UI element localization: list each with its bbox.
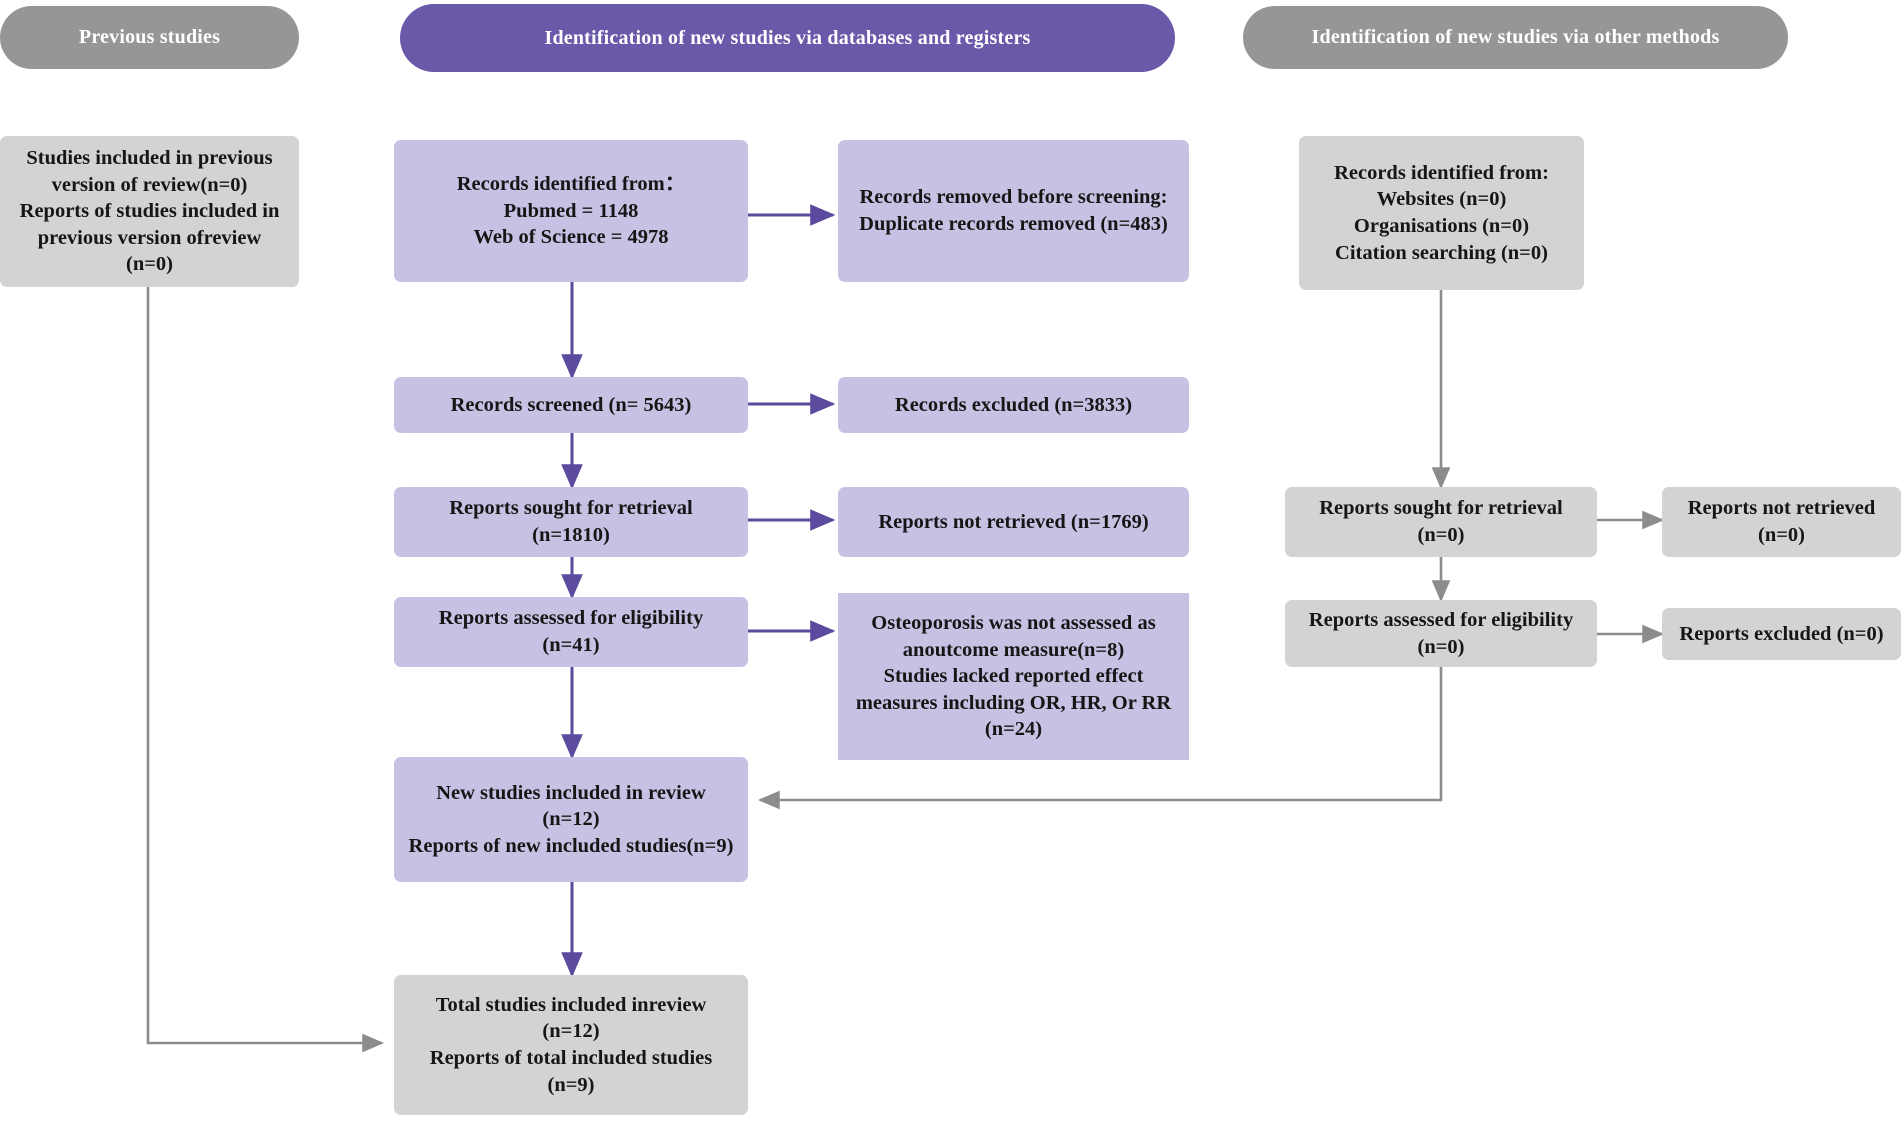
banner-previous-studies-label: Previous studies [78, 26, 221, 48]
box-reports-not-retrieved-databases: Reports not retrieved (n=1769) [838, 487, 1189, 557]
banner-identification-databases-label: Identification of new studies via databa… [544, 26, 1031, 49]
box-reports-not-retrieved-databases-text: Reports not retrieved (n=1769) [878, 510, 1149, 533]
box-records-identified-databases-text: Records identified from： Pubmed = 1148 W… [456, 173, 686, 249]
box-reports-sought-other-text: Reports sought for retrieval (n=0) [1319, 497, 1563, 546]
box-reports-assessed-databases-text: Reports assessed for eligibility (n=41) [438, 607, 704, 656]
box-reports-not-retrieved-other: Reports not retrieved (n=0) [1662, 487, 1901, 557]
box-records-identified-other-text: Records identified from: Websites (n=0) … [1334, 161, 1549, 264]
box-total-studies-included: Total studies included inreview (n=12) R… [394, 975, 748, 1115]
box-records-screened: Records screened (n= 5643) [394, 377, 748, 433]
box-studies-included-previous-version: Studies included in previous version of … [0, 136, 299, 287]
box-reports-assessed-other-text: Reports assessed for eligibility (n=0) [1308, 608, 1574, 658]
box-total-studies-included-text: Total studies included inreview (n=12) R… [429, 993, 713, 1096]
box-records-identified-other: Records identified from: Websites (n=0) … [1299, 136, 1584, 290]
box-reports-excluded-reasons-text: Osteoporosis was not assessed as anoutco… [855, 611, 1172, 741]
banner-identification-other: Identification of new studies via other … [1243, 6, 1788, 69]
box-reports-sought-other: Reports sought for retrieval (n=0) [1285, 487, 1597, 557]
box-new-studies-included: New studies included in review (n=12) Re… [394, 757, 748, 882]
box-reports-assessed-other: Reports assessed for eligibility (n=0) [1285, 600, 1597, 667]
box-records-excluded: Records excluded (n=3833) [838, 377, 1189, 433]
box-reports-excluded-other: Reports excluded (n=0) [1662, 608, 1901, 660]
box-new-studies-included-text: New studies included in review (n=12) Re… [408, 781, 734, 857]
box-reports-sought-databases: Reports sought for retrieval (n=1810) [394, 487, 748, 557]
box-reports-assessed-databases: Reports assessed for eligibility (n=41) [394, 597, 748, 667]
box-records-removed-before-screening: Records removed before screening: Duplic… [838, 140, 1189, 282]
banner-identification-other-label: Identification of new studies via other … [1311, 26, 1720, 48]
box-records-excluded-text: Records excluded (n=3833) [894, 393, 1133, 416]
box-records-removed-before-screening-text: Records removed before screening: Duplic… [859, 186, 1168, 235]
banner-previous-studies: Previous studies [0, 6, 299, 69]
box-reports-excluded-reasons: Osteoporosis was not assessed as anoutco… [838, 593, 1189, 760]
box-records-screened-text: Records screened (n= 5643) [450, 393, 692, 416]
box-reports-sought-databases-text: Reports sought for retrieval (n=1810) [449, 497, 693, 546]
box-reports-not-retrieved-other-text: Reports not retrieved (n=0) [1687, 497, 1876, 546]
box-studies-included-previous-version-text: Studies included in previous version of … [19, 146, 280, 276]
banner-identification-databases: Identification of new studies via databa… [400, 4, 1175, 72]
box-records-identified-databases: Records identified from： Pubmed = 1148 W… [394, 140, 748, 282]
arrow-previous-to-total [146, 287, 385, 1053]
box-reports-excluded-other-text: Reports excluded (n=0) [1679, 622, 1884, 645]
